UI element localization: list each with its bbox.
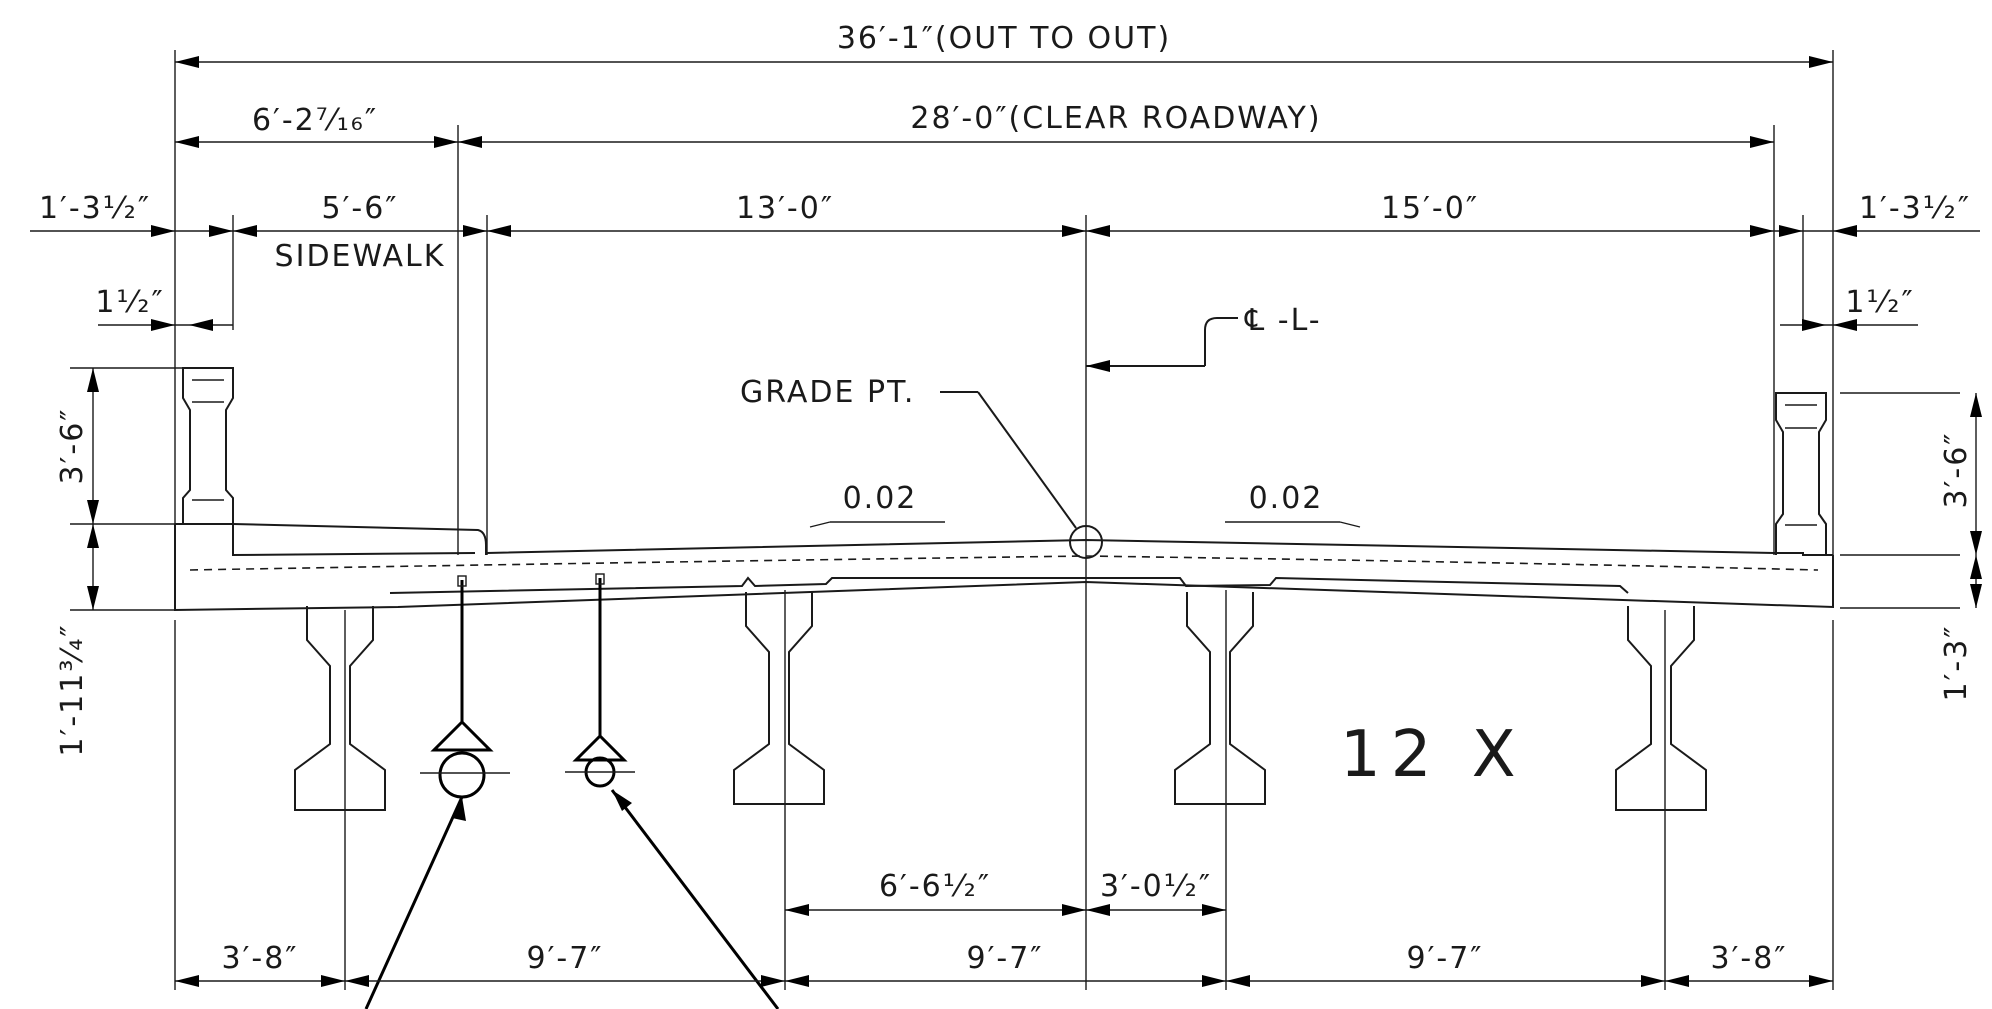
dim-sidewalk-width: 5′-6″ (321, 191, 398, 226)
dim-out-to-out: 36′-1″(OUT TO OUT) (837, 21, 1171, 56)
girder-spacing-4: 9′-7″ (1406, 941, 1483, 976)
girder-1 (294, 606, 386, 811)
grade-point-label: GRADE PT. (740, 375, 915, 410)
sidewalk-label: SIDEWALK (275, 239, 446, 274)
dim-left-overhang: 6′-2⁷⁄₁₆″ (252, 103, 378, 138)
dim-offset-b: 3′-0¹⁄₂″ (1100, 869, 1212, 904)
dim-right-half-inch: 1¹⁄₂″ (1845, 285, 1914, 320)
cross-slope-right: 0.02 (1225, 481, 1361, 528)
grade-point-callout: GRADE PT. (740, 375, 1103, 559)
girder-spacing-2: 9′-7″ (526, 941, 603, 976)
girders (294, 590, 1707, 990)
pipe-left-icon (438, 751, 486, 799)
dim-left-slab-depth: 1′-11³⁄₄″ (55, 623, 90, 756)
dimension-text-bottom: 6′-6¹⁄₂″ 3′-0¹⁄₂″ 3′-8″ 9′-7″ 9′-7″ 9′-7… (221, 869, 1787, 976)
dim-left-parapet-height: 3′-6″ (55, 407, 90, 484)
dim-right-slab-depth: 1′-3″ (1939, 624, 1974, 701)
girder-count-label: 12 X (1340, 718, 1526, 792)
grade-point-marker (1069, 525, 1103, 559)
dim-left-half-inch: 1¹⁄₂″ (95, 285, 164, 320)
girder-2 (733, 592, 825, 805)
dim-clear-roadway: 28′-0″(CLEAR ROADWAY) (910, 101, 1321, 136)
centerline-label: ℄ -L- (1244, 303, 1322, 338)
girder-spacing-3: 9′-7″ (966, 941, 1043, 976)
dimension-text-top: 36′-1″(OUT TO OUT) 6′-2⁷⁄₁₆″ 28′-0″(CLEA… (39, 21, 1974, 757)
girder-spacing-5: 3′-8″ (1710, 941, 1787, 976)
girder-3 (1174, 592, 1266, 805)
dimension-lines-bottom (174, 620, 1834, 990)
parapet-right (1775, 392, 1827, 555)
dimension-lines-top (30, 50, 1982, 990)
slope-left-label: 0.02 (843, 481, 918, 516)
cross-slope-left: 0.02 (809, 481, 945, 528)
dim-offset-a: 6′-6¹⁄₂″ (879, 869, 991, 904)
slope-right-label: 0.02 (1249, 481, 1324, 516)
utility-pipes (364, 573, 780, 1009)
girder-spacing-1: 3′-8″ (221, 941, 298, 976)
deck-slab (174, 523, 1834, 612)
parapet-left (182, 367, 234, 524)
dim-right-rail: 1′-3¹⁄₂″ (1859, 191, 1971, 226)
dim-left-lane: 13′-0″ (736, 191, 834, 226)
centerline-callout: ℄ -L- (1086, 303, 1322, 372)
girder-4 (1615, 606, 1707, 811)
dim-right-parapet-height: 3′-6″ (1939, 431, 1974, 508)
dim-right-lane: 15′-0″ (1381, 191, 1479, 226)
dim-left-rail: 1′-3¹⁄₂″ (39, 191, 151, 226)
